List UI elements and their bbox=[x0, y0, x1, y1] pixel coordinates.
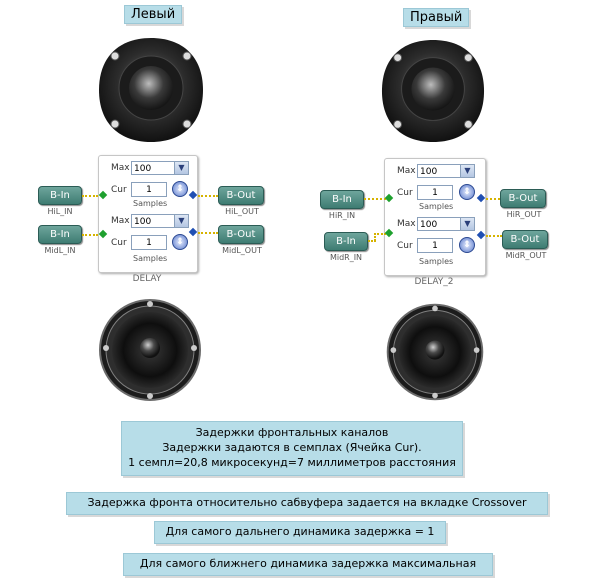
far-speaker-note: Для самого дальнего динамика задержка = … bbox=[154, 521, 446, 544]
wire bbox=[374, 233, 376, 241]
wire bbox=[368, 240, 376, 242]
main-note: Задержки фронтальных каналов Задержки за… bbox=[121, 421, 463, 476]
woofer-icon bbox=[99, 299, 201, 401]
main-note-line: 1 семпл=20,8 микросекунд=7 миллиметров р… bbox=[128, 456, 456, 469]
dropdown-arrow-icon[interactable]: ▼ bbox=[174, 162, 188, 174]
tweeter-icon bbox=[381, 39, 485, 143]
input-pin-midr[interactable]: B-In bbox=[324, 232, 368, 251]
max-label: Max bbox=[397, 219, 416, 229]
spin-icon[interactable]: ⇕ bbox=[459, 184, 475, 200]
input-caption: HiR_IN bbox=[328, 211, 356, 220]
wire bbox=[82, 195, 98, 197]
samples-label: Samples bbox=[419, 202, 454, 211]
dropdown-arrow-icon[interactable]: ▼ bbox=[460, 165, 474, 177]
crossover-note: Задержка фронта относительно сабвуфера з… bbox=[66, 492, 548, 515]
output-pin-midr[interactable]: B-Out bbox=[502, 230, 548, 249]
dropdown-arrow-icon[interactable]: ▼ bbox=[460, 218, 474, 230]
woofer-icon bbox=[386, 303, 484, 401]
delay-block-caption: DELAY bbox=[132, 274, 162, 284]
max-select[interactable]: 100 ▼ bbox=[417, 217, 475, 231]
cur-input[interactable]: 1 bbox=[417, 238, 453, 253]
cur-label: Cur bbox=[111, 238, 127, 248]
output-caption: MidL_OUT bbox=[222, 246, 262, 255]
output-caption: HiR_OUT bbox=[506, 210, 542, 219]
left-channel-title: Левый bbox=[124, 5, 183, 24]
cur-input[interactable]: 1 bbox=[417, 185, 453, 200]
input-caption: HiL_IN bbox=[47, 207, 73, 216]
delay-block-left[interactable]: Max 100 ▼ Cur 1 ⇕ Samples Max 100 ▼ Cur … bbox=[98, 155, 198, 273]
output-pin-midl[interactable]: B-Out bbox=[218, 225, 264, 244]
near-speaker-note: Для самого ближнего динамика задержка ма… bbox=[123, 553, 493, 576]
input-caption: MidL_IN bbox=[44, 246, 76, 255]
main-note-line: Задержки задаются в семплах (Ячейка Cur)… bbox=[162, 441, 422, 454]
cur-label: Cur bbox=[397, 241, 413, 251]
cur-label: Cur bbox=[111, 185, 127, 195]
input-pin-hil[interactable]: B-In bbox=[38, 186, 82, 205]
wire bbox=[364, 198, 386, 200]
wire bbox=[374, 233, 386, 235]
samples-label: Samples bbox=[419, 257, 454, 266]
spin-icon[interactable]: ⇕ bbox=[459, 237, 475, 253]
main-note-line: Задержки фронтальных каналов bbox=[195, 426, 389, 439]
input-pin-midl[interactable]: B-In bbox=[38, 225, 82, 244]
input-pin-hir[interactable]: B-In bbox=[320, 190, 364, 209]
max-label: Max bbox=[111, 163, 130, 173]
wire bbox=[486, 235, 502, 237]
cur-label: Cur bbox=[397, 188, 413, 198]
wire bbox=[486, 198, 500, 200]
tweeter-icon bbox=[99, 38, 203, 142]
dropdown-arrow-icon[interactable]: ▼ bbox=[174, 215, 188, 227]
max-label: Max bbox=[397, 166, 416, 176]
max-value: 100 bbox=[134, 164, 152, 174]
samples-label: Samples bbox=[133, 199, 168, 208]
wire bbox=[198, 195, 218, 197]
samples-label: Samples bbox=[133, 254, 168, 263]
max-select[interactable]: 100 ▼ bbox=[131, 214, 189, 228]
delay-block-right[interactable]: Max 100 ▼ Cur 1 ⇕ Samples Max 100 ▼ Cur … bbox=[384, 158, 486, 276]
max-select[interactable]: 100 ▼ bbox=[131, 161, 189, 175]
max-select[interactable]: 100 ▼ bbox=[417, 164, 475, 178]
wire bbox=[198, 232, 218, 234]
max-value: 100 bbox=[420, 220, 438, 230]
cur-input[interactable]: 1 bbox=[131, 182, 167, 197]
input-caption: MidR_IN bbox=[329, 253, 363, 262]
output-caption: HiL_OUT bbox=[225, 207, 259, 216]
delay-block-caption: DELAY_2 bbox=[414, 277, 454, 287]
output-caption: MidR_OUT bbox=[505, 251, 547, 260]
max-label: Max bbox=[111, 216, 130, 226]
max-value: 100 bbox=[420, 167, 438, 177]
spin-icon[interactable]: ⇕ bbox=[172, 181, 188, 197]
spin-icon[interactable]: ⇕ bbox=[172, 234, 188, 250]
output-pin-hir[interactable]: B-Out bbox=[500, 189, 546, 208]
output-pin-hil[interactable]: B-Out bbox=[218, 186, 264, 205]
cur-input[interactable]: 1 bbox=[131, 235, 167, 250]
max-value: 100 bbox=[134, 217, 152, 227]
right-channel-title: Правый bbox=[403, 8, 470, 27]
wire bbox=[82, 234, 98, 236]
